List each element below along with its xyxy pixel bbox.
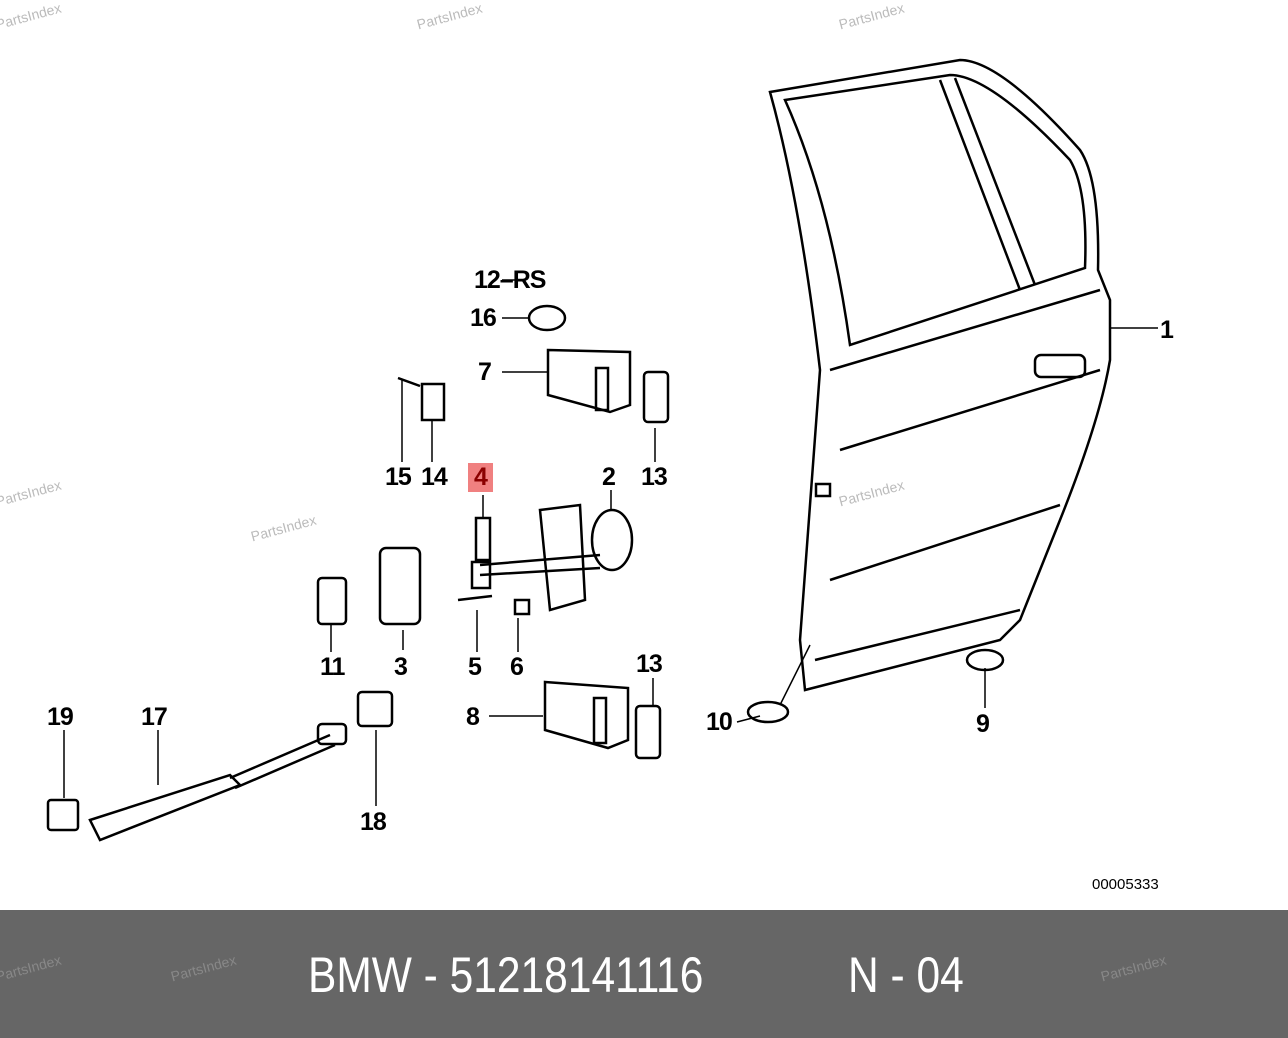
watermark: PartsIndex bbox=[0, 951, 63, 985]
callout-19[interactable]: 19 bbox=[47, 703, 74, 731]
part-number: BMW - 51218141116 bbox=[308, 947, 704, 1003]
leader-lines bbox=[63, 279, 1158, 806]
callout-18[interactable]: 18 bbox=[360, 808, 387, 836]
watermark: PartsIndex bbox=[1099, 951, 1168, 985]
callout-11[interactable]: 11 bbox=[320, 653, 345, 681]
callout-14[interactable]: 14 bbox=[421, 463, 448, 491]
gas-strut bbox=[46, 722, 348, 842]
callout-13-lower[interactable]: 13 bbox=[636, 650, 663, 678]
door-parts-drawing bbox=[46, 58, 1158, 842]
callout-12-rs[interactable]: 12–RS bbox=[474, 266, 546, 294]
rear-door-shell bbox=[768, 58, 1112, 692]
part-info-bar: PartsIndex PartsIndex PartsIndex BMW - 5… bbox=[0, 910, 1288, 1038]
callout-16[interactable]: 16 bbox=[470, 304, 497, 332]
callout-13-upper[interactable]: 13 bbox=[641, 463, 668, 491]
callout-1[interactable]: 1 bbox=[1160, 316, 1174, 344]
door-check-strap bbox=[470, 503, 634, 612]
callout-3[interactable]: 3 bbox=[394, 653, 408, 681]
callout-8[interactable]: 8 bbox=[466, 703, 480, 731]
parts-diagram: PartsIndex PartsIndex PartsIndex PartsIn… bbox=[0, 0, 1174, 893]
callout-5[interactable]: 5 bbox=[468, 653, 482, 681]
callout-4-highlighted[interactable]: 4 bbox=[468, 463, 493, 492]
callout-15[interactable]: 15 bbox=[385, 463, 412, 491]
callout-17[interactable]: 17 bbox=[141, 703, 168, 731]
callout-6[interactable]: 6 bbox=[510, 653, 524, 681]
hinge-upper bbox=[546, 348, 670, 424]
diagram-position: N - 04 bbox=[848, 947, 964, 1003]
callout-10[interactable]: 10 bbox=[706, 708, 733, 736]
callout-9[interactable]: 9 bbox=[976, 710, 990, 738]
hinge-lower bbox=[543, 680, 662, 760]
callout-7[interactable]: 7 bbox=[478, 358, 492, 386]
watermark: PartsIndex bbox=[169, 951, 238, 985]
diagram-number: 00005333 bbox=[1092, 876, 1159, 893]
callout-2[interactable]: 2 bbox=[602, 463, 616, 491]
